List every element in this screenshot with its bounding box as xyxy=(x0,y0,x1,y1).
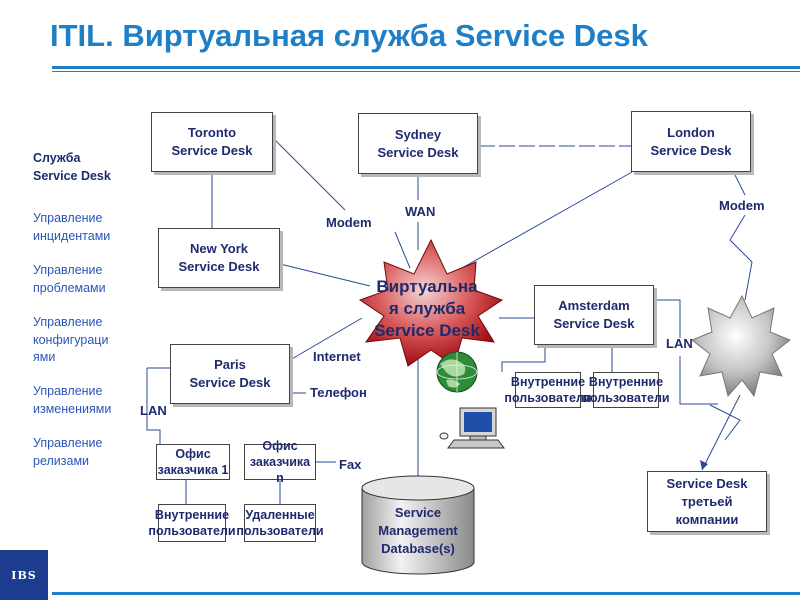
office-1: Офис заказчика 1 xyxy=(156,444,230,480)
database-cylinder xyxy=(361,475,475,575)
amsterdam-internal-users-2: Внутренние пользователи xyxy=(582,372,670,408)
line-london-center xyxy=(461,171,633,269)
office-n: Офис заказчика n xyxy=(244,439,316,485)
node-sydney: Sydney Service Desk xyxy=(358,113,478,174)
label-phone: Телефон xyxy=(310,385,367,400)
globe-graphic xyxy=(436,351,478,393)
ibs-logo-text: IBS xyxy=(11,568,37,582)
label-wan: WAN xyxy=(405,204,436,219)
title-underline-thin xyxy=(52,71,800,72)
sidebar-item-problems[interactable]: Управление проблемами xyxy=(33,263,106,295)
line-paris-lan xyxy=(146,368,161,444)
label-modem-left: Modem xyxy=(326,215,372,230)
computer-graphic xyxy=(439,407,505,449)
grey-cloud-shape xyxy=(691,294,791,398)
title-underline xyxy=(52,66,800,69)
line-amsterdam-lan xyxy=(653,299,681,338)
node-london: London Service Desk xyxy=(631,111,751,172)
amsterdam-internal-users-1: Внутренние пользователи xyxy=(504,372,592,408)
line-modem-center xyxy=(394,231,411,269)
sidebar-item-releases[interactable]: Управление релизами xyxy=(33,436,103,468)
label-lan-right: LAN xyxy=(666,336,693,351)
ibs-logo: IBS xyxy=(0,550,48,600)
sidebar-item-incidents[interactable]: Управление инцидентами xyxy=(33,211,111,243)
sidebar-heading: Служба Service Desk xyxy=(33,151,111,183)
node-amsterdam: Amsterdam Service Desk xyxy=(534,285,654,345)
paris-internal-users: Внутренние пользователи xyxy=(148,504,236,542)
label-fax: Fax xyxy=(339,457,362,472)
node-third-party: Service Desk третьей компании xyxy=(647,471,767,532)
virtual-service-desk-label: Виртуальна я служба Service Desk xyxy=(374,277,480,340)
database-label: Service Management Database(s) xyxy=(378,505,458,556)
line-london-modem xyxy=(734,174,746,196)
line-modem-greycloud xyxy=(729,214,753,301)
line-amsterdam-users1 xyxy=(501,344,546,372)
node-new-york: New York Service Desk xyxy=(158,228,280,288)
line-toronto-modem xyxy=(274,139,346,211)
label-modem-right: Modem xyxy=(719,198,765,213)
sidebar-item-configuration[interactable]: Управление конфигураци ями xyxy=(33,315,109,364)
paris-remote-users: Удаленные пользователи xyxy=(236,504,324,542)
node-toronto: Toronto Service Desk xyxy=(151,112,273,172)
line-greycloud-thirdparty xyxy=(701,394,741,471)
sidebar-item-changes[interactable]: Управление изменениями xyxy=(33,384,112,416)
arrow-head xyxy=(700,460,708,470)
node-paris: Paris Service Desk xyxy=(170,344,290,404)
line-zigzag xyxy=(709,404,741,441)
line-paris-center xyxy=(289,317,363,361)
label-lan-left: LAN xyxy=(140,403,167,418)
virtual-cloud-shape xyxy=(358,238,504,367)
label-internet: Internet xyxy=(313,349,361,364)
footer-rule xyxy=(52,592,800,595)
line-lan-grey xyxy=(679,356,718,405)
line-newyork-center xyxy=(279,263,371,287)
page-title: ITIL. Виртуальная служба Service Desk xyxy=(50,18,648,53)
